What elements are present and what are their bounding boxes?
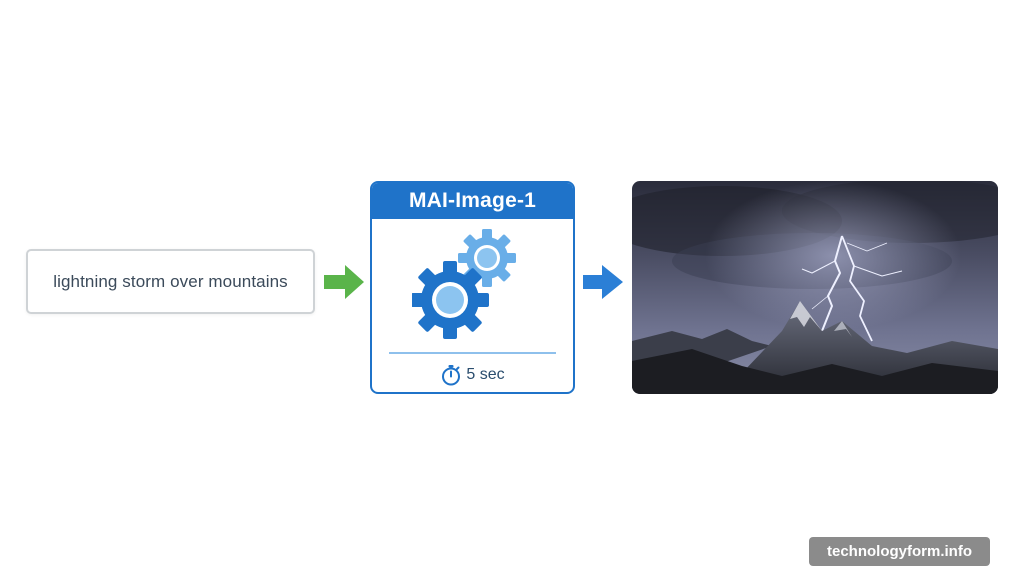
model-card: MAI-Image-1 xyxy=(370,181,575,394)
watermark-text: technologyform.info xyxy=(827,543,972,560)
gears-icon xyxy=(412,229,516,339)
prompt-box: lightning storm over mountains xyxy=(26,249,315,314)
divider xyxy=(389,352,556,354)
input-arrow-icon xyxy=(324,265,364,299)
generation-time-text: 5 sec xyxy=(466,366,505,383)
generation-time: 5 sec xyxy=(372,364,573,386)
output-arrow-icon xyxy=(583,265,623,299)
model-title: MAI-Image-1 xyxy=(372,183,573,219)
watermark: technologyform.info xyxy=(809,537,990,566)
prompt-text: lightning storm over mountains xyxy=(53,271,288,291)
stopwatch-icon xyxy=(442,365,461,386)
generated-image xyxy=(632,181,998,394)
